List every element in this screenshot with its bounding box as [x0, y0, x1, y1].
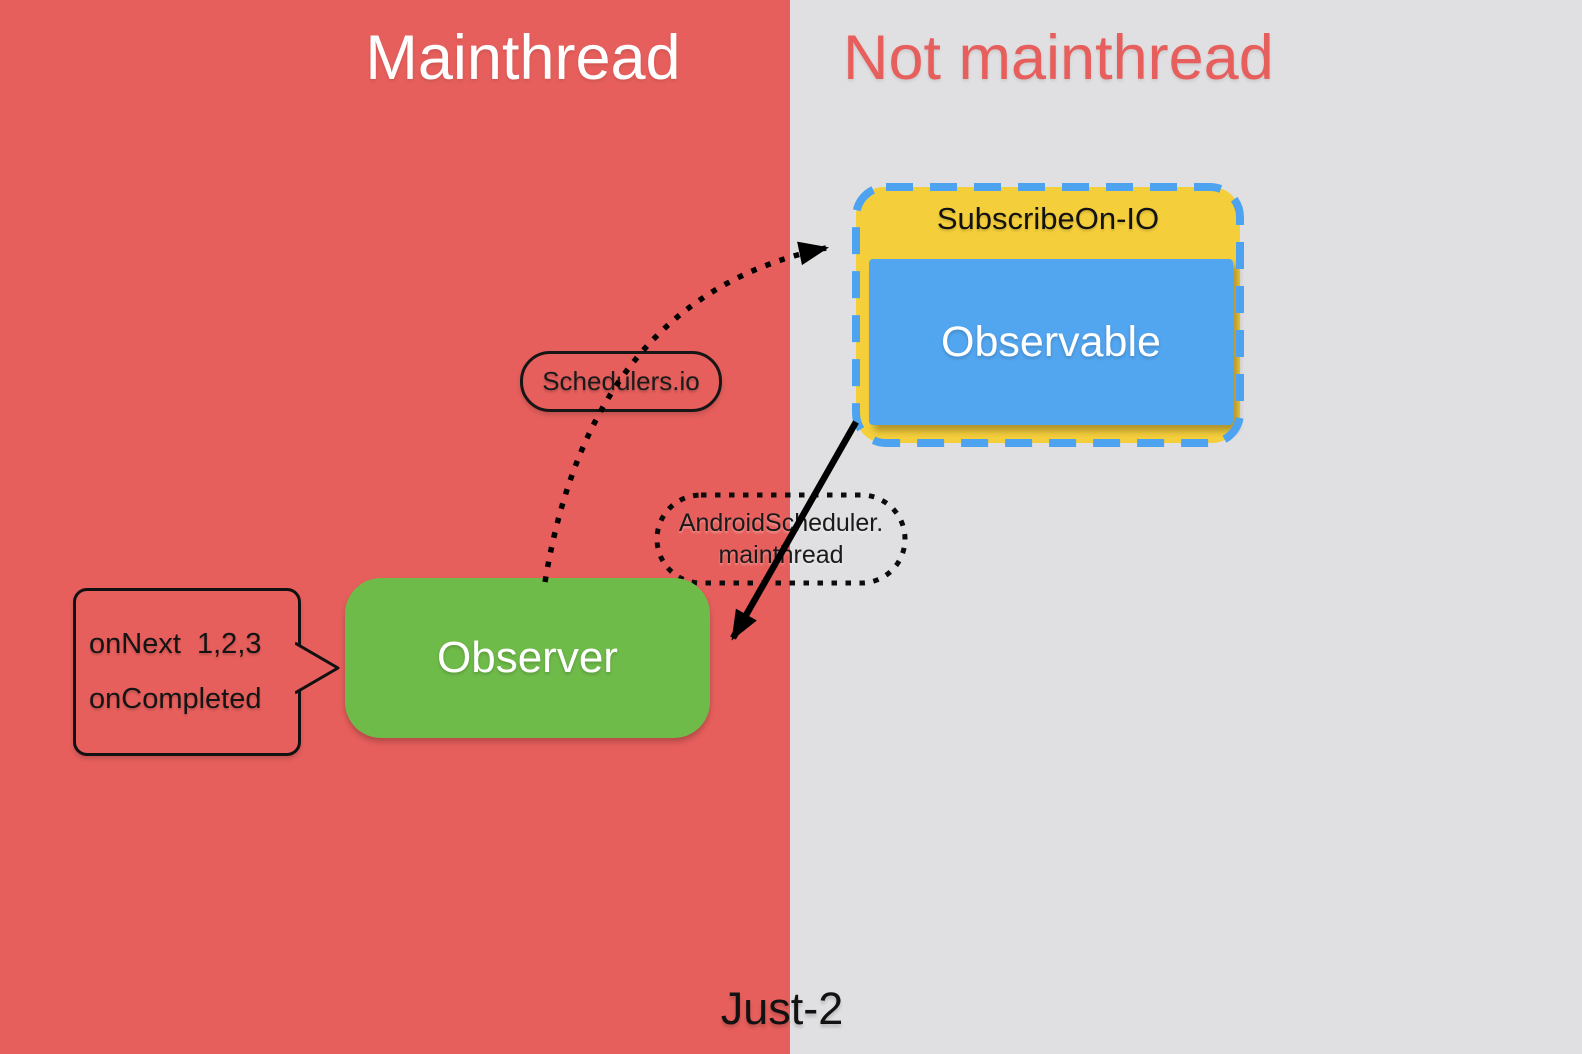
- callout-line-onnext: onNext 1,2,3: [89, 628, 262, 660]
- schedulers-io-text: Schedulers.io: [542, 366, 700, 396]
- callout-bubble: onNext 1,2,3 onCompleted: [73, 588, 301, 756]
- android-scheduler-line2: mainthread: [718, 541, 844, 569]
- schedulers-io-label: Schedulers.io: [520, 351, 722, 412]
- mainthread-heading: Mainthread: [365, 23, 681, 93]
- android-scheduler-text: AndroidScheduler. mainthread: [654, 492, 908, 586]
- observable-box: Observable: [869, 259, 1233, 425]
- subscribeon-io-group: SubscribeOn-IO Observable: [852, 183, 1244, 447]
- observer-box: Observer: [345, 578, 710, 738]
- android-scheduler-label: AndroidScheduler. mainthread: [654, 492, 908, 586]
- not-mainthread-heading: Not mainthread: [843, 23, 1274, 93]
- subscribeon-io-title: SubscribeOn-IO: [936, 201, 1160, 236]
- callout-line-oncompleted: onCompleted: [89, 683, 262, 715]
- dashed-border-outline: [852, 183, 1244, 447]
- slide-caption: Just-2: [720, 983, 844, 1034]
- android-scheduler-line1: AndroidScheduler.: [678, 509, 884, 537]
- callout-tail: [295, 641, 340, 695]
